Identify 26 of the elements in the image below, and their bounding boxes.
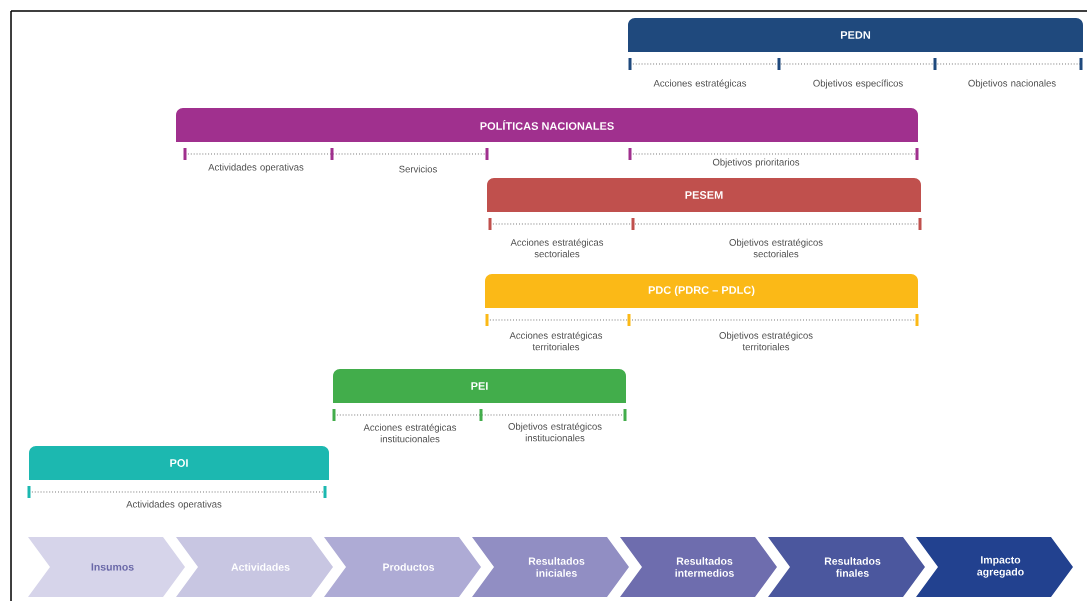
chevron-step: Impacto agregado (916, 537, 1073, 597)
chevron-step: Insumos (28, 537, 185, 597)
chevron-step: Resultados intermedios (620, 537, 777, 597)
scale-label: Objetivos estratégicos territoriales (719, 331, 813, 351)
plan-band: PDC (PDRC – PDLC) (485, 274, 918, 308)
scale-label: Acciones estratégicas sectoriales (510, 238, 604, 258)
scale-label: Objetivos estratégicos institucionales (508, 422, 602, 442)
plan-band: POI (29, 446, 329, 480)
plan-band: PEDN (628, 18, 1083, 52)
scale-label: Acciones estratégicas (653, 79, 747, 89)
scale-label: Objetivos prioritarios (712, 158, 800, 168)
scale-label: Objetivos nacionales (968, 79, 1056, 89)
chevron-step: Resultados iniciales (472, 537, 629, 597)
chevron-step: Actividades (176, 537, 333, 597)
plan-band: PESEM (487, 178, 921, 212)
scale-label: Objetivos estratégicos sectoriales (729, 238, 823, 258)
chevron-step: Productos (324, 537, 481, 597)
plan-band: POLÍTICAS NACIONALES (176, 108, 918, 142)
scale-label: Actividades operativas (126, 500, 222, 510)
scale-label: Actividades operativas (208, 163, 304, 173)
scale-label: Acciones estratégicas institucionales (363, 423, 457, 443)
chevron-step: Resultados finales (768, 537, 925, 597)
scale-label: Acciones estratégicas territoriales (509, 331, 603, 351)
plan-band: PEI (333, 369, 626, 403)
scale-label: Servicios (399, 165, 437, 173)
scale-label: Objetivos específicos (813, 79, 903, 89)
